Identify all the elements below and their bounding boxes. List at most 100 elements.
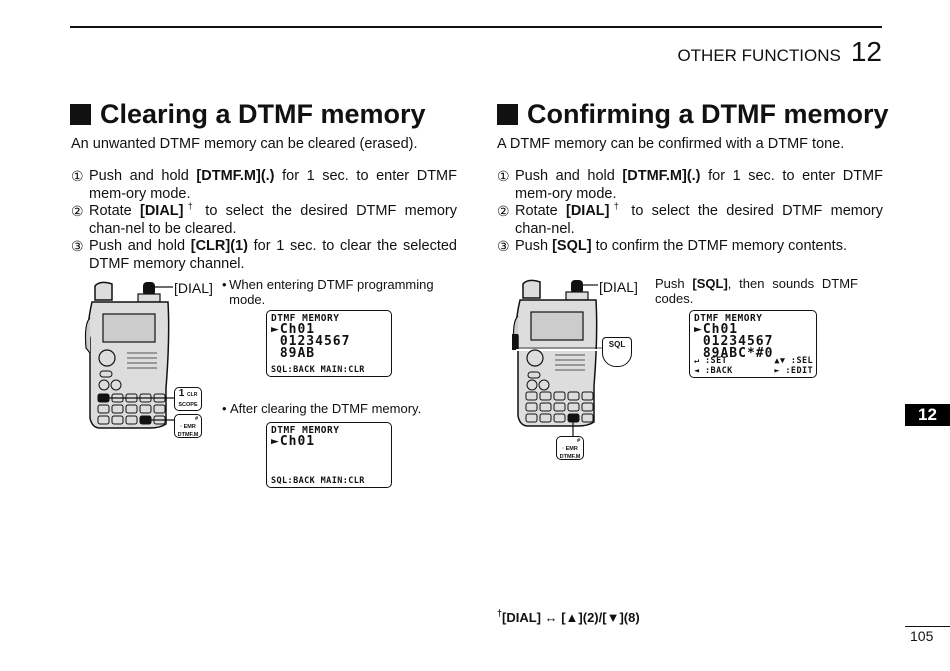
bullet: •: [222, 401, 227, 416]
square-bullet-icon: [70, 104, 91, 125]
lcd-line: 89ABC*#0: [694, 346, 774, 361]
step-text: Push and hold: [515, 168, 623, 184]
step-text: to select the desired DTMF memory chan-n…: [89, 203, 457, 237]
note-text: , then sounds DTMF codes.: [655, 276, 858, 306]
key-top: #: [576, 438, 580, 444]
step-2: ② Rotate [DIAL]† to select the desired D…: [71, 201, 457, 238]
page-number-rule: [905, 626, 950, 627]
note-after-clearing: •After clearing the DTMF memory.: [222, 401, 447, 416]
key-name: [CLR](1): [190, 238, 248, 254]
lcd-line: ►Ch01: [271, 322, 316, 337]
step-text: to confirm the DTMF memory contents.: [591, 238, 847, 254]
step-marker: ①: [497, 168, 510, 184]
key-bottom: DTMF.M: [559, 454, 581, 460]
bullet: •: [222, 277, 227, 292]
key-top: #: [194, 416, 198, 422]
step-marker: ③: [497, 238, 510, 254]
step-1: ① Push and hold [DTMF.M](.) for 1 sec. t…: [71, 168, 457, 203]
steps-clearing: ① Push and hold [DTMF.M](.) for 1 sec. t…: [71, 168, 457, 273]
lcd-header: DTMF MEMORY: [271, 313, 340, 324]
key-name: [DTMF.M](.): [622, 168, 701, 184]
section-title-text: Confirming a DTMF memory: [527, 99, 889, 129]
dagger-mark: †: [497, 608, 503, 618]
note-entering: •When entering DTMF programming mode.: [222, 277, 447, 307]
dtmf-key-callout-right: # · EMR DTMF.M: [556, 436, 584, 460]
footnote-text: [DIAL] ↔ [▲](2)/[▼](8): [502, 610, 640, 625]
step-3: ③ Push [SQL] to confirm the DTMF memory …: [497, 238, 883, 256]
key-sub: CLR: [187, 392, 198, 398]
chapter-label: OTHER FUNCTIONS: [677, 46, 841, 65]
chapter-header: OTHER FUNCTIONS 12: [677, 36, 882, 68]
section-title-confirming: Confirming a DTMF memory: [497, 99, 889, 130]
dial-label-left: [DIAL]: [174, 280, 213, 296]
note-text: When entering DTMF programming mode.: [229, 277, 434, 307]
step-marker: ②: [497, 203, 510, 219]
step-marker: ③: [71, 238, 84, 254]
lcd-display-2: DTMF MEMORY ►Ch01 SQL:BACK MAIN:CLR: [266, 422, 392, 488]
key-mid: · EMR: [180, 424, 196, 430]
page-number: 105: [910, 628, 934, 644]
lcd-footer: SQL:BACK MAIN:CLR: [271, 365, 365, 375]
dial-label-right: [DIAL]: [599, 279, 638, 295]
top-rule: [70, 26, 882, 28]
lcd-line: 89AB: [271, 346, 316, 361]
step-text: Push and hold: [89, 238, 191, 254]
dagger-mark: †: [183, 201, 198, 211]
chapter-number: 12: [850, 36, 882, 67]
footnote: †[DIAL] ↔ [▲](2)/[▼](8): [497, 608, 640, 626]
radio-illustration-left: [84, 281, 176, 429]
intro-clearing: An unwanted DTMF memory can be cleared (…: [71, 136, 418, 152]
key-name: [DTMF.M](.): [196, 168, 275, 184]
lcd-display-3: DTMF MEMORY ►Ch01 01234567 89ABC*#0 ↵ :S…: [689, 310, 817, 378]
step-2: ② Rotate [DIAL]† to select the desired D…: [497, 201, 883, 238]
lcd-line: 01234567: [694, 334, 774, 349]
key-name: [SQL]: [552, 238, 592, 254]
step-text: Push: [515, 238, 553, 254]
lcd-header: DTMF MEMORY: [271, 425, 340, 436]
lcd-display-1: DTMF MEMORY ►Ch01 01234567 89AB SQL:BACK…: [266, 310, 392, 377]
radio-illustration-right: [512, 279, 602, 436]
lcd-footer-row-1: ↵ :SET ▲▼ :SEL: [694, 356, 813, 366]
step-text: Rotate: [515, 203, 566, 219]
lcd-line: 01234567: [271, 334, 351, 349]
lcd-footer-item: ↵ :SET: [694, 356, 728, 366]
note-text: After clearing the DTMF memory.: [230, 401, 422, 416]
lcd-line: ►Ch01: [694, 322, 739, 337]
key-name: [DIAL]: [140, 203, 184, 219]
key-name: [DIAL]: [566, 203, 610, 219]
step-text: for 1 sec. to enter DTMF mem-ory mode.: [89, 168, 457, 202]
chapter-side-tab: 12: [905, 404, 950, 426]
lcd-footer-row-2: ◄ :BACK ► :EDIT: [694, 366, 813, 376]
sql-key-callout: SQL: [602, 337, 632, 367]
square-bullet-icon: [497, 104, 518, 125]
note-text: Push: [655, 276, 693, 291]
step-text: to select the desired DTMF memory chan-n…: [515, 203, 883, 237]
intro-confirming: A DTMF memory can be confirmed with a DT…: [497, 136, 845, 152]
lcd-footer: SQL:BACK MAIN:CLR: [271, 476, 365, 486]
key-mid: · EMR: [562, 446, 578, 452]
clr-key-callout: 1 CLR SCOPE: [174, 387, 202, 411]
step-text: Push and hold: [89, 168, 197, 184]
step-text: for 1 sec. to enter DTMF mem-ory mode.: [515, 168, 883, 202]
step-marker: ②: [71, 203, 84, 219]
dagger-mark: †: [609, 201, 624, 211]
note-push-sql: Push [SQL], then sounds DTMF codes.: [655, 276, 858, 306]
step-1: ① Push and hold [DTMF.M](.) for 1 sec. t…: [497, 168, 883, 203]
key-name: [SQL]: [692, 276, 728, 291]
lcd-footer-item: ► :EDIT: [774, 366, 813, 376]
dtmf-key-callout-left: # · EMR DTMF.M: [174, 414, 202, 438]
lcd-header: DTMF MEMORY: [694, 313, 763, 324]
lcd-line: ►Ch01: [271, 434, 316, 449]
step-3: ③ Push and hold [CLR](1) for 1 sec. to c…: [71, 238, 457, 273]
step-marker: ①: [71, 168, 84, 184]
key-main: 1: [178, 388, 185, 399]
lcd-footer-item: ▲▼ :SEL: [774, 356, 813, 366]
key-bottom: SCOPE: [178, 402, 198, 408]
lcd-footer-item: ◄ :BACK: [694, 366, 733, 376]
step-text: for 1 sec. to clear the selected DTMF me…: [89, 238, 458, 272]
steps-confirming: ① Push and hold [DTMF.M](.) for 1 sec. t…: [497, 168, 883, 256]
key-bottom: DTMF.M: [177, 432, 199, 438]
step-text: Rotate: [89, 203, 140, 219]
section-title-text: Clearing a DTMF memory: [100, 99, 426, 129]
section-title-clearing: Clearing a DTMF memory: [70, 99, 426, 130]
